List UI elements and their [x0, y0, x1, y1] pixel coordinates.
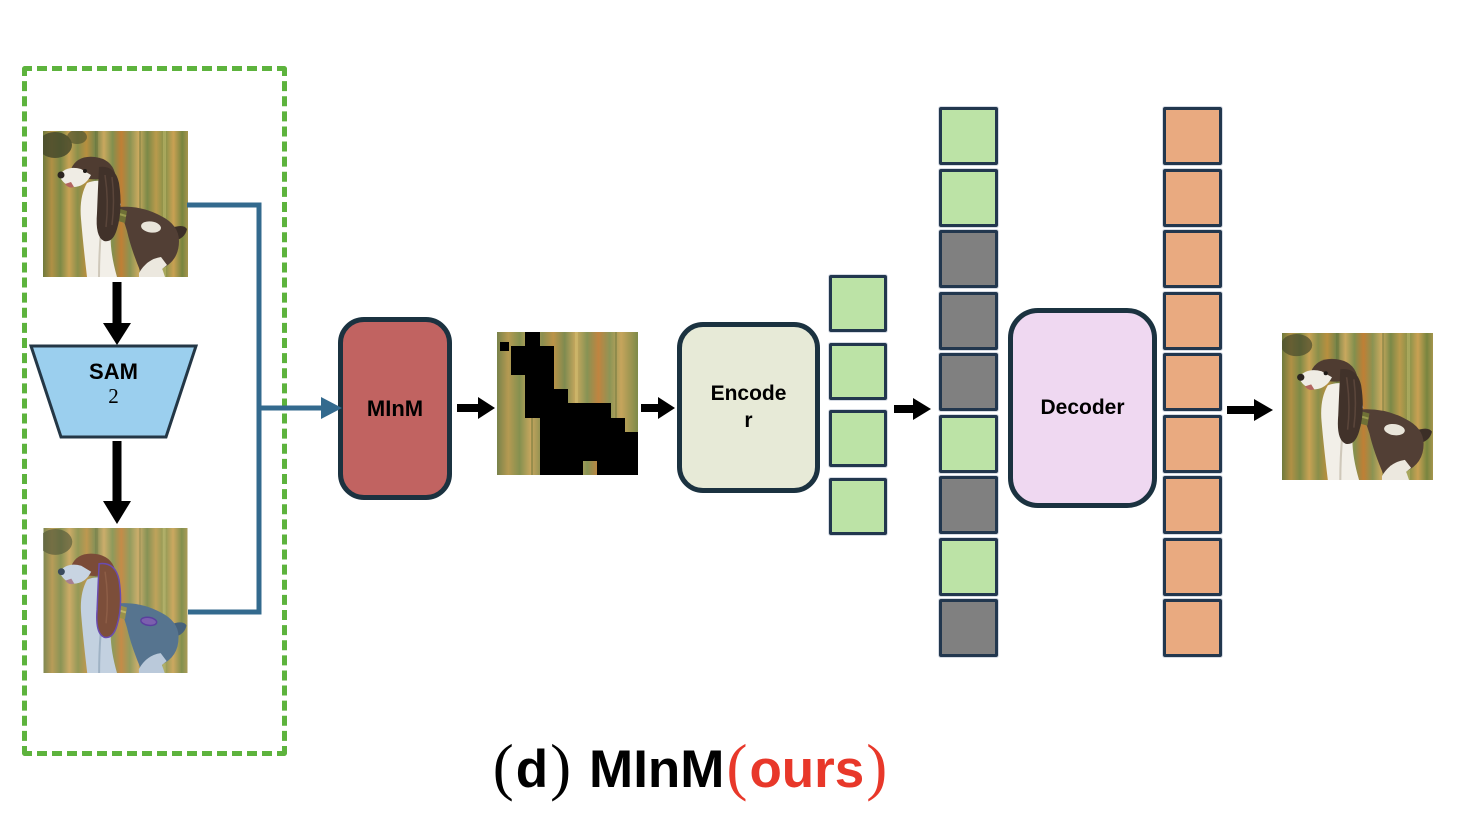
sam2-label: SAM — [89, 359, 138, 384]
decoder-block: Decoder — [1008, 308, 1157, 508]
segmented-dog-image — [43, 528, 188, 673]
output-dog-illustration — [1282, 333, 1433, 480]
orange-token — [1163, 107, 1222, 165]
caption: ( d ) MInM ( ours ) — [400, 726, 980, 812]
green-token — [939, 107, 998, 165]
sam2-version-label: 2 — [108, 384, 119, 408]
latent-token-column — [939, 107, 998, 657]
sam2-pipeline-group-box — [22, 66, 287, 756]
orange-token — [1163, 291, 1222, 350]
gray-token — [939, 291, 998, 350]
green-token — [939, 537, 998, 596]
orange-token — [1163, 353, 1222, 411]
minm-block: MInM — [338, 317, 452, 500]
caption-ours-label: ours — [749, 739, 865, 799]
decoder-label: Decoder — [1040, 396, 1125, 419]
gray-token — [939, 599, 998, 657]
segmented-dog-illustration — [43, 528, 188, 673]
orange-token — [1163, 230, 1222, 288]
encoder-token-column — [829, 275, 887, 535]
green-token — [829, 275, 887, 332]
orange-token — [1163, 476, 1222, 534]
encoder-label-line2: r — [744, 408, 753, 432]
green-token — [939, 414, 998, 473]
gray-token — [939, 230, 998, 288]
encoder-label-line1: Encode — [710, 382, 787, 406]
input-dog-illustration — [43, 131, 188, 277]
output-dog-image — [1282, 333, 1433, 480]
input-dog-image — [43, 131, 188, 277]
sam2-block: SAM 2 — [27, 344, 200, 440]
orange-token — [1163, 599, 1222, 657]
arrow-tokens-to-latent-head — [913, 398, 931, 420]
orange-token — [1163, 537, 1222, 596]
orange-token — [1163, 414, 1222, 473]
green-token — [939, 168, 998, 227]
green-token — [829, 477, 887, 535]
orange-token — [1163, 168, 1222, 227]
masked-dog-image — [497, 332, 638, 475]
decoder-token-column — [1163, 107, 1222, 657]
masked-dog-illustration — [497, 332, 638, 475]
green-token — [829, 410, 887, 468]
mask-patches — [500, 332, 638, 475]
sam2-trapezoid-shape — [28, 344, 199, 439]
gray-token — [939, 476, 998, 534]
minm-label: MInM — [366, 395, 424, 421]
caption-index-open-paren: ( — [492, 731, 514, 802]
caption-ours-open-paren: ( — [726, 731, 748, 802]
caption-ours-close-paren: ) — [866, 731, 888, 802]
gray-token — [939, 353, 998, 411]
green-token — [829, 342, 887, 400]
caption-index-letter: d — [515, 739, 549, 799]
arrow-masked-to-encoder-head — [658, 397, 675, 419]
caption-method-name: MInM — [589, 739, 725, 799]
encoder-block: Encode r — [677, 322, 820, 493]
arrow-tokens-to-output-head — [1254, 399, 1273, 421]
arrow-minm-to-masked-head — [478, 397, 495, 419]
caption-index-close-paren: ) — [550, 731, 572, 802]
